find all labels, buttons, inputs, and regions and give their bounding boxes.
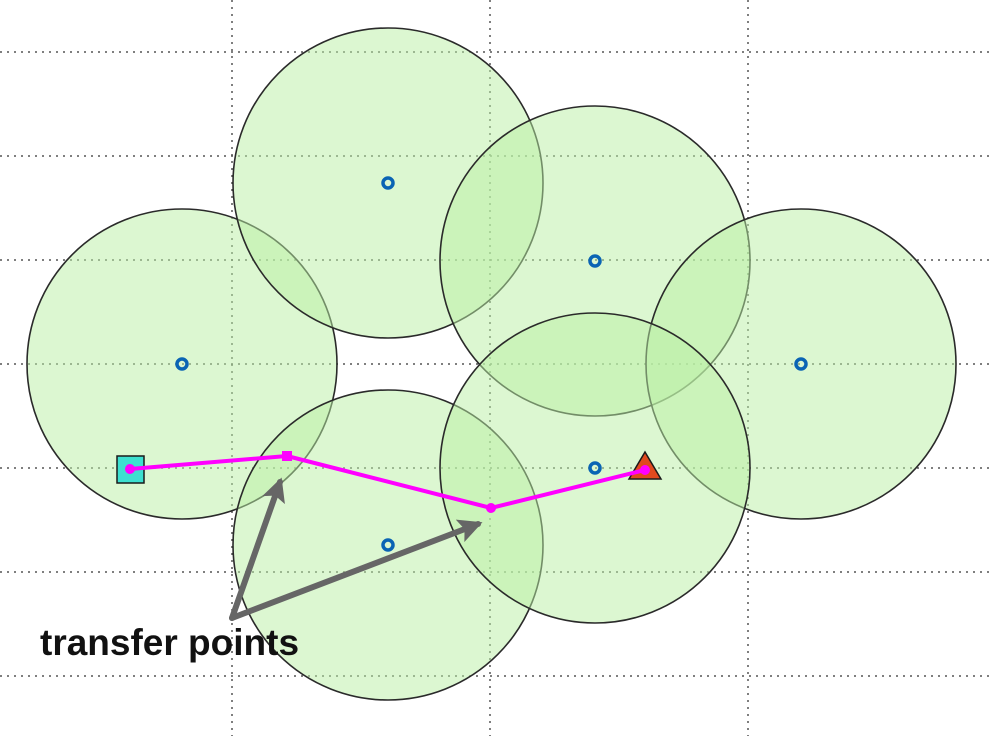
coverage-circle: [26, 208, 338, 520]
route-node: [640, 465, 650, 475]
station-ring-icon: [794, 357, 808, 371]
route-nodes: [125, 451, 650, 513]
station-ring-icon: [381, 176, 395, 190]
arrow-to-transfer-point: [229, 519, 483, 621]
station-ring-icon: [588, 254, 602, 268]
arrow-to-transfer-point: [229, 477, 285, 621]
station-ring-icon: [381, 538, 395, 552]
route-node: [125, 464, 135, 474]
transfer-point: [282, 451, 292, 461]
station-ring-icon: [175, 357, 189, 371]
station-ring-icon: [588, 461, 602, 475]
coverage-areas: [26, 27, 957, 701]
annotation-arrows: [229, 477, 483, 621]
transfer-point: [486, 503, 496, 513]
coverage-circle: [439, 312, 751, 624]
transfer-points-label: transfer points: [40, 622, 299, 663]
route-path: [129, 454, 646, 510]
stations: [175, 176, 808, 552]
